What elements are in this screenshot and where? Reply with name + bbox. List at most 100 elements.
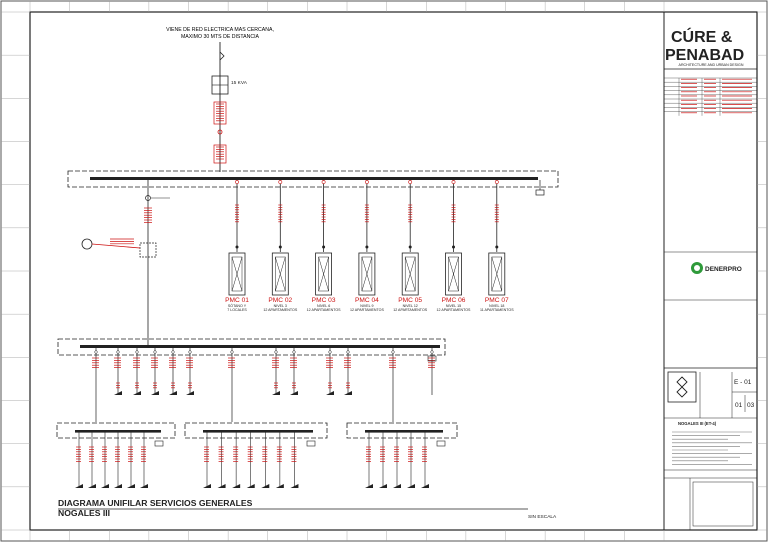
meter-cabinet bbox=[228, 252, 246, 296]
source-note-line2: MAXIMO 30 MTS DE DISTANCIA bbox=[181, 34, 260, 40]
meter-breaker bbox=[364, 180, 369, 184]
firm-name-line1: CÚRE & bbox=[671, 27, 733, 46]
meter-cabinet-inner bbox=[231, 256, 243, 292]
meter-level: NIVEL 18 bbox=[489, 304, 504, 308]
meter-breaker bbox=[235, 180, 239, 184]
meter-cabinet bbox=[445, 252, 462, 296]
motor-load-symbol bbox=[114, 484, 122, 488]
service-breaker bbox=[274, 350, 278, 354]
motor-load-symbol bbox=[232, 484, 241, 488]
sheet-total: 03 bbox=[747, 402, 755, 409]
meter-node bbox=[452, 245, 455, 249]
motor-load-symbol bbox=[217, 484, 226, 488]
meter-cabinet-cross bbox=[231, 256, 243, 292]
title-block-notes bbox=[672, 431, 752, 465]
service-breaker bbox=[328, 350, 332, 354]
transfer-switch bbox=[139, 242, 157, 258]
meter-breaker bbox=[321, 180, 326, 184]
spare-load-symbol bbox=[306, 440, 316, 447]
service-breaker bbox=[94, 350, 98, 354]
spare-load-symbol bbox=[436, 440, 446, 447]
generator-feeder bbox=[91, 243, 141, 249]
meter-label: PMC 07 bbox=[485, 297, 509, 304]
meter-level: NIVEL 9 bbox=[360, 304, 373, 308]
meter-node bbox=[278, 245, 282, 249]
sub-board-busbar bbox=[75, 430, 161, 433]
meter-cabinet bbox=[401, 252, 419, 296]
consultant-logo-inner bbox=[694, 265, 700, 271]
service-breaker bbox=[171, 350, 175, 354]
scale-note: SIN ESCALA bbox=[528, 514, 557, 520]
consultant-name: DENERPRO bbox=[705, 266, 742, 273]
motor-load-symbol bbox=[326, 391, 334, 395]
service-breaker bbox=[346, 350, 350, 354]
meter-cabinet-inner bbox=[448, 256, 459, 292]
seal-icon bbox=[667, 371, 697, 403]
meter-cabinet bbox=[315, 252, 333, 296]
sheet-number: 01 bbox=[735, 402, 743, 409]
meter-label: PMC 01 bbox=[225, 297, 249, 304]
diagram-title-line2: NOGALES III bbox=[58, 508, 110, 518]
meter-cabinet-inner bbox=[361, 256, 373, 292]
motor-load-symbol bbox=[140, 484, 148, 488]
main-board-enclosure bbox=[67, 170, 559, 188]
services-board-enclosure bbox=[57, 338, 446, 356]
meter-desc: 12 APARTAMENTOS bbox=[263, 308, 297, 312]
motor-load-symbol bbox=[344, 391, 352, 395]
revision-table bbox=[664, 77, 757, 116]
motor-load-symbol bbox=[203, 484, 211, 488]
sheet-code: E - 01 bbox=[734, 379, 752, 386]
firm-tagline: ARCHITECTURE AND URBAN DESIGN bbox=[679, 63, 744, 67]
generator-symbol bbox=[81, 238, 93, 250]
service-breaker bbox=[116, 350, 120, 354]
diagram-title-line1: DIAGRAMA UNIFILAR SERVICIOS GENERALES bbox=[58, 498, 253, 508]
meter-breaker bbox=[494, 180, 499, 184]
service-breaker bbox=[188, 350, 192, 354]
meter-breaker bbox=[451, 180, 456, 184]
motor-load-symbol bbox=[393, 484, 401, 488]
meter-label: PMC 06 bbox=[442, 297, 466, 304]
meter-cabinet-cross bbox=[318, 256, 329, 292]
motor-load-symbol bbox=[365, 484, 373, 488]
feeder-label-box bbox=[213, 144, 227, 164]
motor-load-symbol bbox=[114, 391, 122, 395]
meter-label: PMC 05 bbox=[398, 297, 422, 304]
meter-label: PMC 04 bbox=[355, 297, 379, 304]
firm-name-line2: PENABAD bbox=[665, 47, 744, 64]
motor-load-symbol bbox=[88, 484, 96, 488]
spare-load-symbol bbox=[154, 440, 164, 447]
inner-border bbox=[29, 11, 758, 531]
motor-load-symbol bbox=[101, 484, 109, 488]
meter-desc: 12 APARTAMENTOS bbox=[307, 308, 341, 312]
meter-cabinet-inner bbox=[275, 256, 286, 292]
meter-cabinet-cross bbox=[448, 256, 459, 292]
meter-node bbox=[408, 245, 412, 249]
meter-label: PMC 02 bbox=[268, 297, 292, 304]
service-breaker bbox=[153, 350, 157, 354]
meter-level: SÓTANO Y bbox=[228, 303, 247, 308]
motor-load-symbol bbox=[290, 484, 299, 488]
meter-cabinet-cross bbox=[491, 256, 503, 292]
motor-load-symbol bbox=[133, 391, 141, 395]
seal-glyph bbox=[676, 376, 688, 398]
stamp-area bbox=[692, 481, 754, 527]
transformer-rating: 15 KVA bbox=[231, 80, 248, 86]
spare-load-symbol bbox=[427, 355, 437, 362]
meter-breaker bbox=[278, 180, 283, 184]
main-breaker-label-box bbox=[213, 101, 227, 125]
meter-cabinet-cross bbox=[361, 256, 373, 292]
meter-cabinet-inner bbox=[491, 256, 503, 292]
meter-desc: 11 APARTAMENTOS bbox=[480, 308, 514, 312]
motor-load-symbol bbox=[272, 391, 280, 395]
source-arrow bbox=[219, 51, 225, 61]
motor-load-symbol bbox=[75, 484, 83, 488]
meter-label: PMC 03 bbox=[312, 297, 336, 304]
meter-desc: 12 APARTAMENTOS bbox=[393, 308, 427, 312]
meter-level: NIVEL 6 bbox=[317, 304, 330, 308]
meter-cabinet-inner bbox=[318, 256, 329, 292]
service-breaker bbox=[391, 350, 395, 354]
motor-load-symbol bbox=[169, 391, 177, 395]
main-breaker-symbol bbox=[217, 129, 223, 135]
